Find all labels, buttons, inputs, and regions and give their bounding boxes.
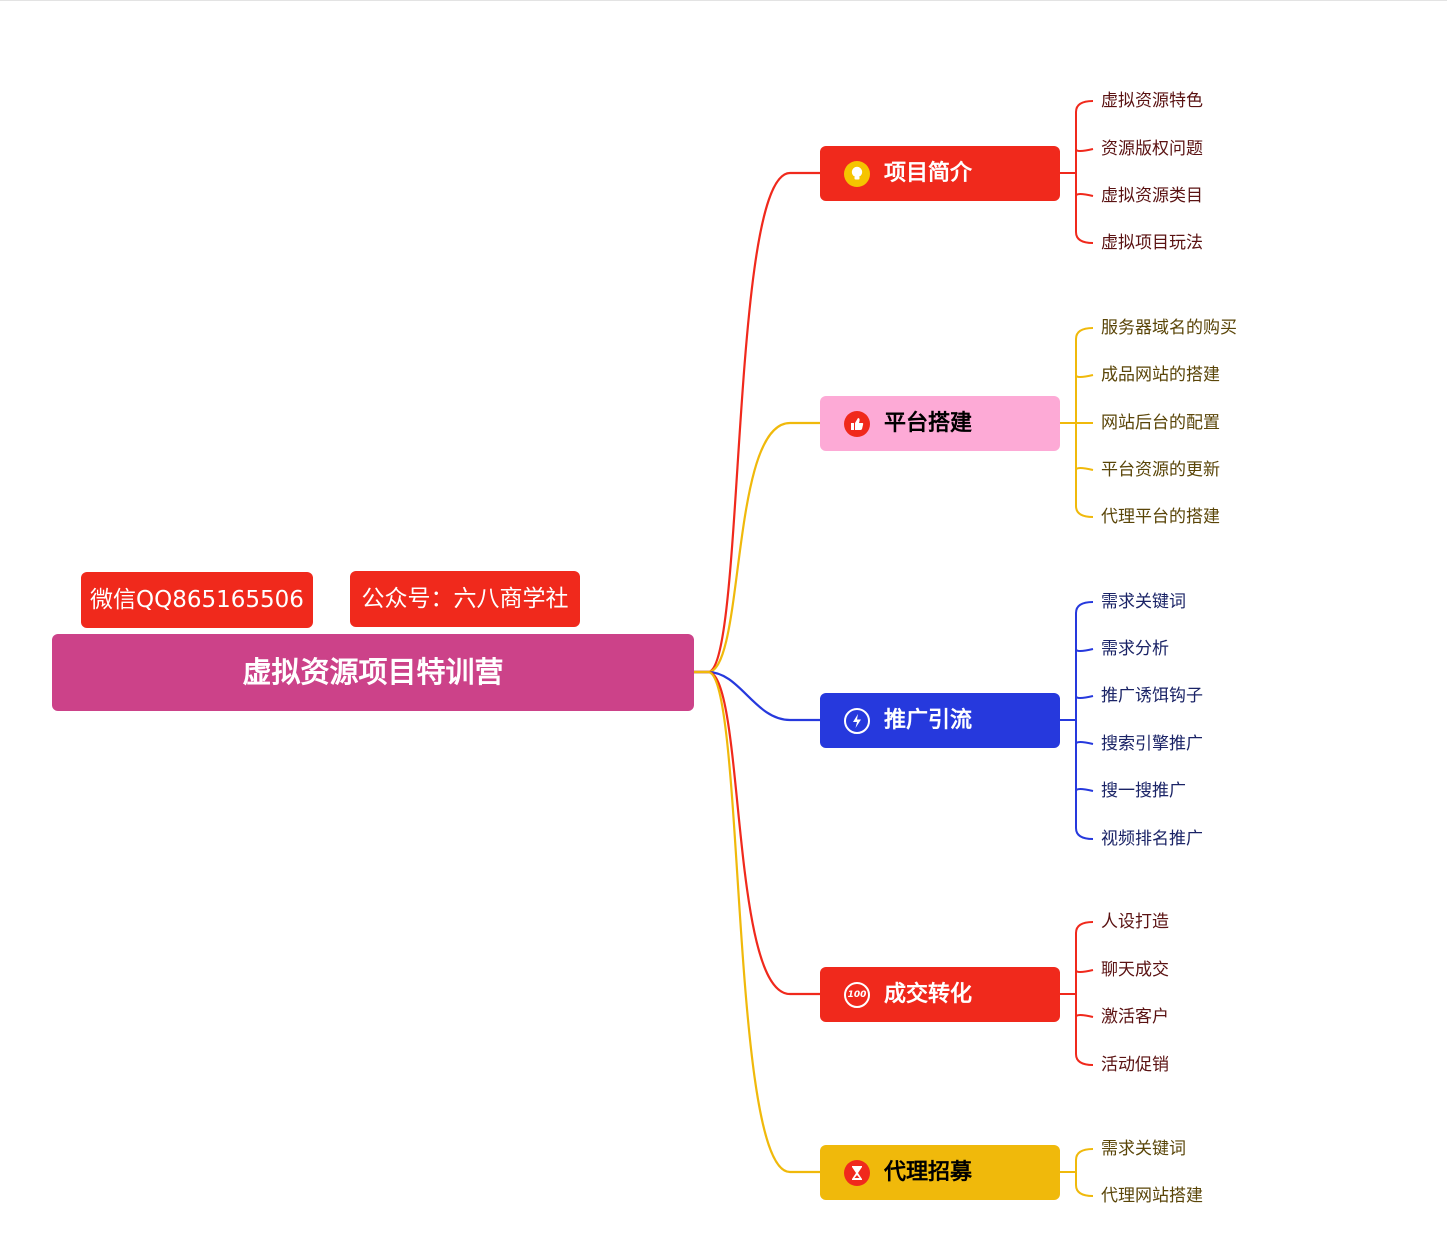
branch-label: 项目简介 [884,161,973,186]
connector-root-branch-2 [694,421,820,674]
leaf-item[interactable]: 激活客户 [1101,1007,1169,1027]
hourglass-icon [844,1160,870,1186]
branch-label: 代理招募 [884,1160,973,1185]
leaf-item[interactable]: 虚拟资源特色 [1101,91,1203,111]
branch-node-conversion[interactable]: 100 成交转化 [820,967,1060,1022]
hundred-points-icon: 100 [844,982,870,1008]
official-account-tag: 公众号：六八商学社 [350,571,580,627]
leaf-item[interactable]: 虚拟项目玩法 [1101,233,1203,253]
leaf-item[interactable]: 资源版权问题 [1101,139,1203,159]
connector-root-branch-1 [694,171,820,674]
leaf-item[interactable]: 推广诱饵钩子 [1101,686,1203,706]
leaf-item[interactable]: 人设打造 [1101,912,1169,932]
leaf-item[interactable]: 活动促销 [1101,1055,1169,1075]
leaf-item[interactable]: 聊天成交 [1101,960,1169,980]
connector-root-branch-4 [694,670,820,996]
branch-node-project-intro[interactable]: 项目简介 [820,146,1060,201]
lightbulb-icon [844,161,870,187]
leaf-item[interactable]: 网站后台的配置 [1101,413,1220,433]
connector-root-branch-5 [694,670,820,1174]
leaf-brackets-branch-5 [1060,1148,1094,1197]
lightning-icon [844,708,870,734]
leaf-item[interactable]: 成品网站的搭建 [1101,365,1220,385]
leaf-brackets-branch-4 [1060,921,1094,1066]
top-divider [0,0,1447,1]
branch-label: 平台搭建 [884,411,973,436]
branch-node-agent-recruit[interactable]: 代理招募 [820,1145,1060,1200]
branch-label: 推广引流 [884,708,973,733]
branch-node-platform-setup[interactable]: 平台搭建 [820,396,1060,451]
leaf-brackets-branch-1 [1060,100,1094,244]
wechat-qq-tag: 微信QQ865165506 [81,572,313,628]
leaf-item[interactable]: 代理平台的搭建 [1101,507,1220,527]
leaf-brackets-branch-2 [1060,327,1094,518]
leaf-item[interactable]: 虚拟资源类目 [1101,186,1203,206]
connector-root-branch-3 [694,670,820,722]
leaf-item[interactable]: 代理网站搭建 [1101,1186,1203,1206]
leaf-item[interactable]: 需求分析 [1101,639,1169,659]
leaf-item[interactable]: 视频排名推广 [1101,829,1203,849]
leaf-item[interactable]: 需求关键词 [1101,592,1186,612]
branch-label: 成交转化 [884,982,973,1007]
branch-node-promotion[interactable]: 推广引流 [820,693,1060,748]
leaf-item[interactable]: 搜一搜推广 [1101,781,1186,801]
root-node[interactable]: 虚拟资源项目特训营 [52,634,694,711]
leaf-item[interactable]: 搜索引擎推广 [1101,734,1203,754]
thumbs-up-icon [844,411,870,437]
leaf-item[interactable]: 平台资源的更新 [1101,460,1220,480]
leaf-brackets-branch-3 [1060,601,1094,840]
leaf-item[interactable]: 服务器域名的购买 [1101,318,1237,338]
leaf-item[interactable]: 需求关键词 [1101,1139,1186,1159]
